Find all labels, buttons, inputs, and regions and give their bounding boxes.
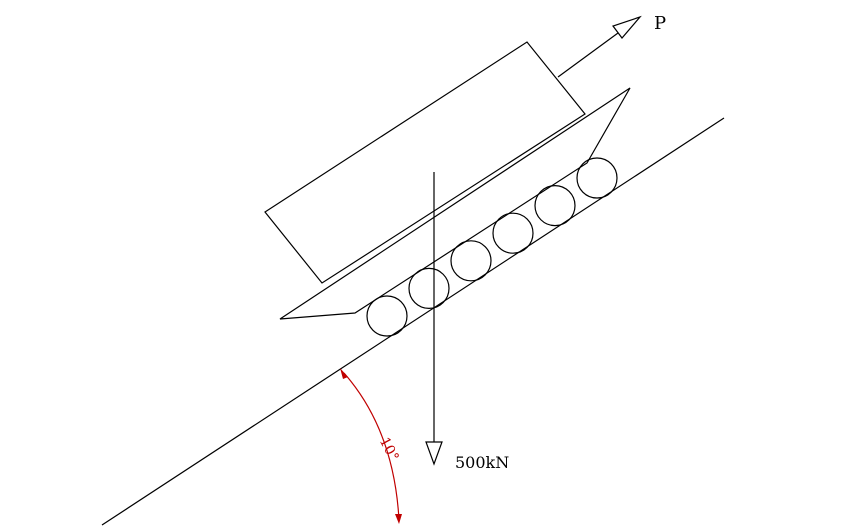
weight-label: 500kN (455, 453, 509, 472)
road-wheel (408, 267, 450, 309)
pull-force-arrowhead (612, 15, 642, 39)
road-wheel (576, 157, 618, 199)
angle-arrowhead-top (340, 368, 348, 379)
weight-arrowhead (425, 441, 443, 466)
angle-label: 10° (376, 435, 402, 464)
road-wheels (366, 157, 618, 337)
track-base (279, 87, 631, 320)
road-wheel (450, 240, 492, 282)
pull-force-line (557, 32, 619, 78)
road-wheel (534, 185, 576, 227)
tank-body (264, 41, 586, 284)
road-wheel (492, 212, 534, 254)
road-wheel (366, 295, 408, 337)
angle-arrowhead-bottom (395, 514, 402, 524)
incline-surface (101, 117, 725, 526)
angle-arc (343, 372, 400, 521)
pull-force-label: P (654, 13, 666, 34)
